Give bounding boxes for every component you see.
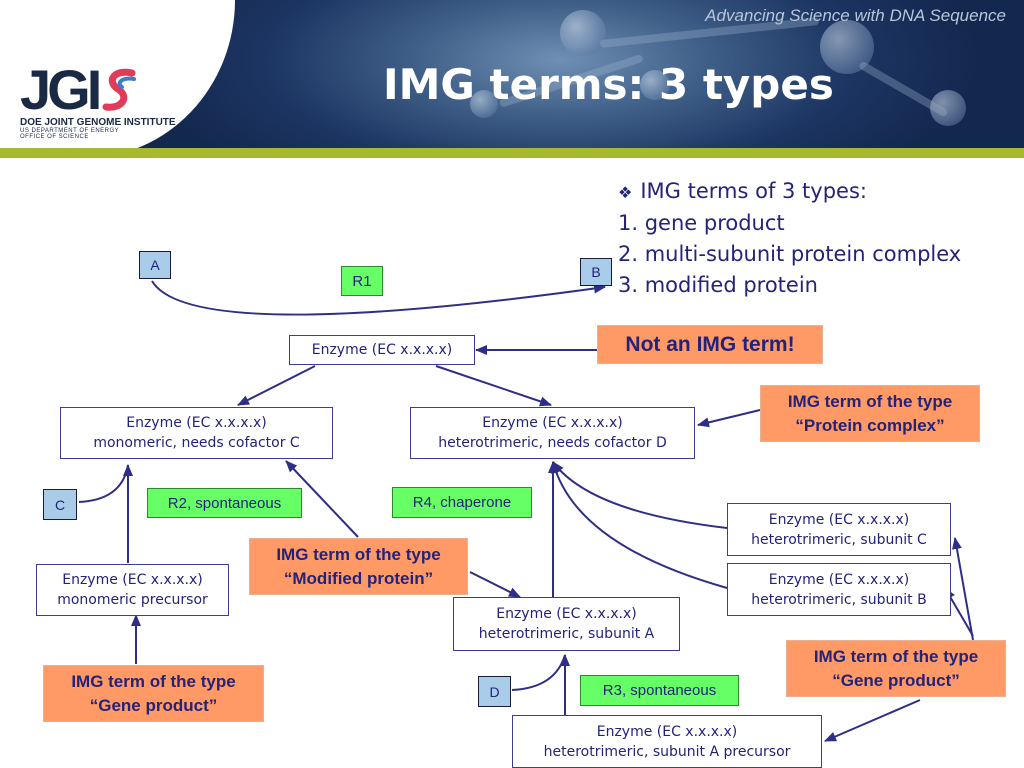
callout-gene-product-right: IMG term of the type “Gene product” — [786, 640, 1006, 697]
node-a: A — [139, 251, 171, 279]
callout-type: “Gene product” — [89, 695, 218, 715]
arrow-gene-right-to-c — [951, 537, 974, 641]
callout-type: “Protein complex” — [795, 415, 945, 435]
callout-line: IMG term of the type — [813, 646, 979, 666]
molecule-decoration — [930, 90, 966, 126]
arrow-subunit-c-up — [552, 461, 728, 529]
molecule-decoration — [820, 20, 874, 74]
node-c: C — [43, 489, 77, 520]
reaction-r4: R4, chaperone — [392, 487, 532, 518]
jgi-logo: JGI DOE JOINT GENOME INSTITUTE US DEPART… — [20, 58, 176, 141]
node-b: B — [580, 258, 612, 286]
enzyme-subunit-b-node: Enzyme (EC x.x.x.x) heterotrimeric, subu… — [727, 563, 951, 616]
logo-text-office: OFFICE OF SCIENCE — [20, 134, 89, 140]
arrow-modified-to-subunit-a — [469, 571, 521, 598]
arrow-protein-complex — [697, 409, 761, 428]
callout-gene-product-left: IMG term of the type “Gene product” — [43, 665, 264, 722]
callout-type: “Gene product” — [832, 670, 960, 690]
arrow-subunit-b-up — [550, 461, 728, 589]
types-item: 2. multi-subunit protein complex — [618, 242, 962, 266]
arrow-enzyme-to-hetero — [435, 365, 552, 407]
enzyme-mono-precursor-node: Enzyme (EC x.x.x.x) monomeric precursor — [36, 564, 229, 616]
enzyme-top-node: Enzyme (EC x.x.x.x) — [289, 335, 475, 365]
molecule-decoration — [470, 90, 498, 118]
enzyme-label: Enzyme (EC x.x.x.x) — [596, 723, 738, 740]
callout-modified-protein: IMG term of the type “Modified protein” — [249, 538, 468, 595]
enzyme-subunit-c-node: Enzyme (EC x.x.x.x) heterotrimeric, subu… — [727, 503, 951, 556]
enzyme-description: heterotrimeric, needs cofactor D — [438, 435, 667, 451]
logo-swoosh-icon — [102, 68, 137, 111]
logo-wordmark: JGI — [20, 58, 102, 121]
enzyme-mono-cofactor-node: Enzyme (EC x.x.x.x) monomeric, needs cof… — [60, 407, 333, 459]
types-list: ❖ IMG terms of 3 types: 1. gene product 2… — [618, 176, 961, 301]
callout-line: IMG term of the type — [787, 391, 953, 411]
enzyme-hetero-cofactor-node: Enzyme (EC x.x.x.x) heterotrimeric, need… — [410, 407, 695, 459]
reaction-r3: R3, spontaneous — [580, 675, 739, 706]
callout-not-img-term: Not an IMG term! — [597, 325, 823, 364]
enzyme-label: Enzyme (EC x.x.x.x) — [62, 572, 203, 588]
node-d: D — [478, 676, 511, 707]
reaction-r2: R2, spontaneous — [147, 488, 302, 518]
types-item: 3. modified protein — [618, 273, 818, 297]
slide-header: Advancing Science with DNA Sequence IMG … — [0, 0, 1024, 158]
callout-type: “Modified protein” — [283, 568, 434, 588]
enzyme-description: heterotrimeric, subunit A — [478, 626, 655, 642]
arrow-d-cofactor — [511, 654, 566, 691]
arrow-c-cofactor — [78, 464, 129, 503]
callout-line: IMG term of the type — [71, 671, 236, 691]
types-item: 1. gene product — [618, 211, 785, 235]
arrow-modified-to-mono — [285, 460, 359, 538]
enzyme-label: Enzyme (EC x.x.x.x) — [126, 415, 267, 431]
enzyme-label: Enzyme (EC x.x.x.x) — [768, 571, 910, 588]
types-heading: IMG terms of 3 types: — [640, 179, 867, 203]
enzyme-description: heterotrimeric, subunit B — [751, 591, 927, 608]
header-stripe — [0, 148, 1024, 158]
callout-protein-complex: IMG term of the type “Protein complex” — [760, 385, 980, 442]
logo-text-institute: DOE JOINT GENOME INSTITUTE — [20, 117, 176, 128]
slide-title: IMG terms: 3 types — [383, 60, 834, 109]
logo-text-department: US DEPARTMENT OF ENERGY — [20, 128, 120, 134]
enzyme-label: Enzyme (EC x.x.x.x) — [311, 342, 453, 358]
arrow-a-to-b — [151, 280, 606, 316]
reaction-r1: R1 — [341, 266, 383, 296]
molecule-decoration — [640, 70, 670, 100]
arrow-enzyme-to-mono — [237, 365, 316, 406]
enzyme-description: heterotrimeric, subunit C — [751, 531, 927, 548]
tagline: Advancing Science with DNA Sequence — [705, 6, 1006, 25]
enzyme-description: heterotrimeric, subunit A precursor — [543, 743, 791, 760]
enzyme-label: Enzyme (EC x.x.x.x) — [482, 415, 623, 431]
enzyme-label: Enzyme (EC x.x.x.x) — [768, 511, 910, 528]
enzyme-description: monomeric, needs cofactor C — [93, 435, 300, 451]
enzyme-label: Enzyme (EC x.x.x.x) — [496, 606, 637, 622]
enzyme-subunit-a-node: Enzyme (EC x.x.x.x) heterotrimeric, subu… — [453, 597, 680, 651]
types-heading-row: ❖ IMG terms of 3 types: — [618, 176, 961, 208]
diamond-bullet-icon: ❖ — [618, 183, 633, 202]
arrow-gene-right-to-precursor — [824, 699, 921, 742]
molecule-decoration — [560, 10, 606, 56]
enzyme-subunit-a-precursor-node: Enzyme (EC x.x.x.x) heterotrimeric, subu… — [512, 715, 822, 768]
callout-line: IMG term of the type — [276, 544, 441, 564]
enzyme-description: monomeric precursor — [57, 592, 208, 608]
